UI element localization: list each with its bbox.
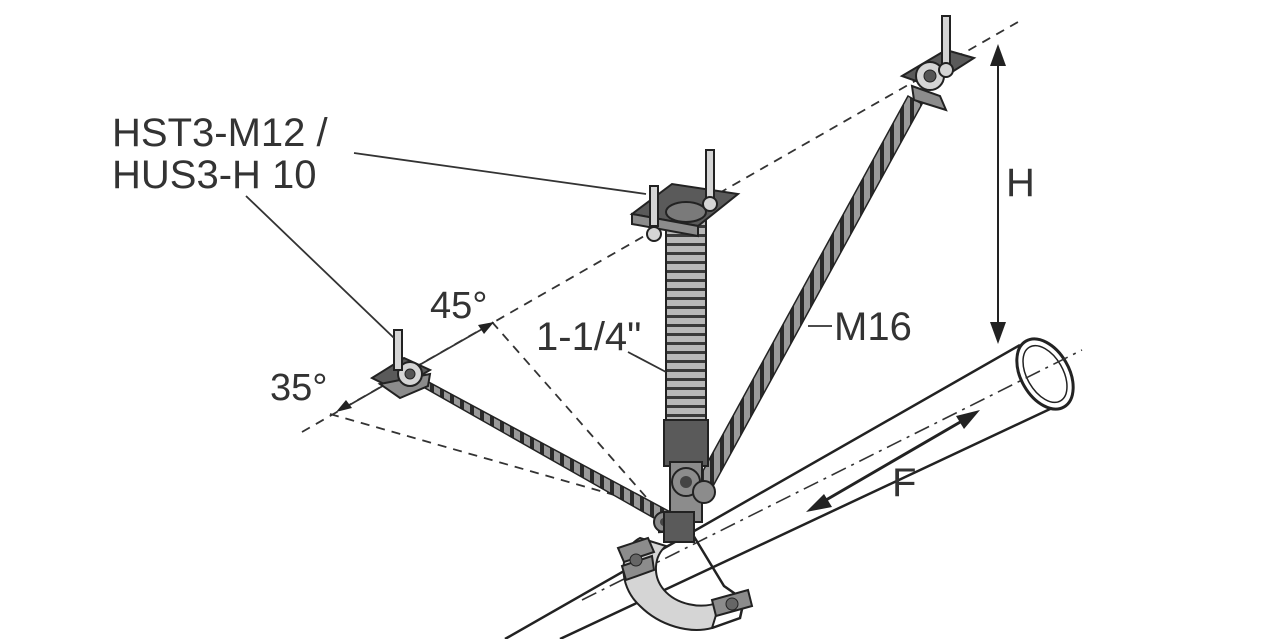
force-label: F — [892, 461, 916, 505]
rod-size-label: M16 — [834, 305, 912, 349]
pipe-size-label: 1-1/4" — [536, 315, 641, 359]
anchor-bolt-icon — [938, 15, 954, 78]
anchor-bolt-icon — [646, 149, 718, 242]
pipe-size-leader — [627, 351, 667, 373]
anchor-leader-lower — [245, 195, 395, 339]
anchor-label-line2: HUS3-H 10 — [112, 153, 317, 197]
height-label: H — [1006, 161, 1035, 205]
anchor-bolt-icon — [393, 329, 403, 371]
pipe-centerline — [581, 349, 1083, 601]
angle-45-label: 45° — [430, 285, 487, 327]
angle-45-reference-line — [491, 321, 669, 523]
anchor-plate-middle — [629, 149, 741, 242]
angle-35-label: 35° — [270, 367, 327, 409]
anchor-plate-left — [369, 329, 433, 400]
height-dimension — [990, 44, 1006, 344]
left-threaded-rod — [409, 371, 675, 528]
anchor-leader-upper — [353, 152, 647, 195]
pipe-clamp-icon — [616, 511, 754, 631]
anchor-plate-right — [899, 15, 977, 112]
anchor-label-line1: HST3-M12 / — [112, 111, 328, 155]
force-arrow — [806, 410, 980, 512]
pipe — [504, 337, 1083, 639]
